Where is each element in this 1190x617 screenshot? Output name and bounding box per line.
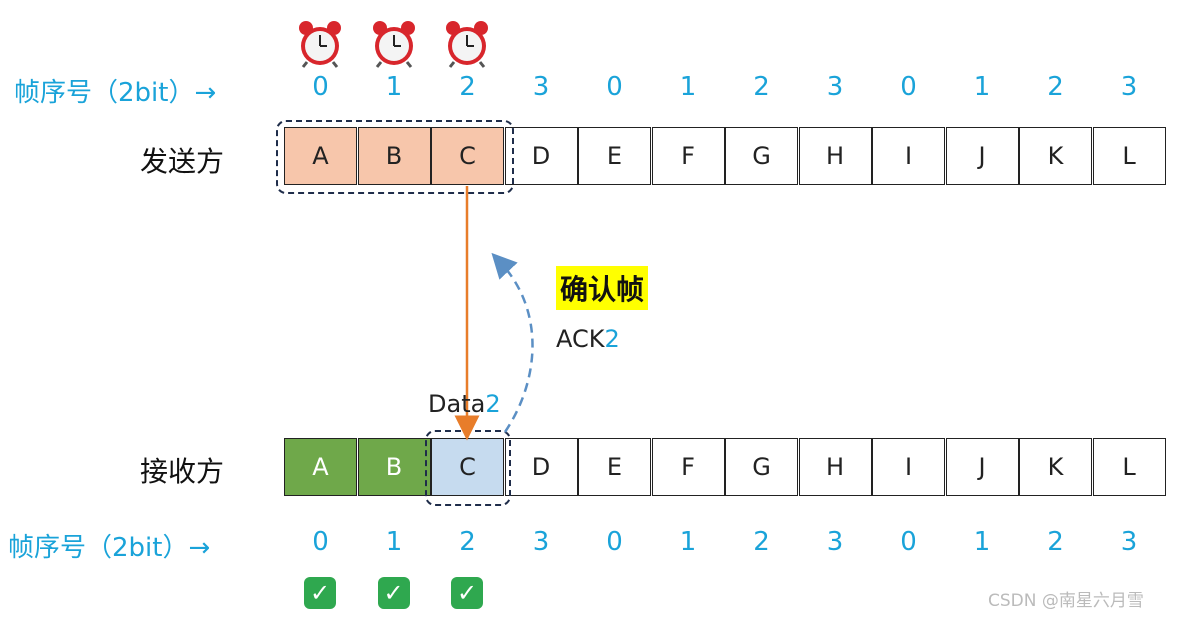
sender-frame: J — [945, 127, 1019, 185]
sender-window — [276, 120, 514, 194]
receiver-frame: F — [651, 438, 725, 496]
receiver-seq-label: 帧序号（2bit）→ — [8, 533, 211, 563]
sender-seq-number: 2 — [753, 72, 770, 102]
sender-seq-number: 3 — [826, 72, 844, 102]
receiver-frame: G — [725, 438, 798, 496]
receiver-frame: L — [1092, 438, 1166, 496]
sender-seq-number: 0 — [312, 72, 329, 102]
receiver-frame: E — [578, 438, 651, 496]
receiver-seq-number: 3 — [1120, 527, 1138, 557]
sender-seq-number: 0 — [606, 72, 623, 102]
sender-seq-number: 2 — [459, 72, 476, 102]
receiver-frame: D — [504, 438, 578, 496]
receiver-seq-number: 0 — [606, 527, 623, 557]
sender-frame: B — [357, 127, 431, 185]
sender-seq-number: 0 — [900, 72, 917, 102]
receiver-frame: B — [357, 438, 431, 496]
receiver-frame: J — [945, 438, 1019, 496]
sender-frame: K — [1019, 127, 1092, 185]
receiver-frame: A — [284, 438, 357, 496]
sender-seq-number: 1 — [679, 72, 697, 102]
receiver-seq-number: 2 — [459, 527, 476, 557]
receiver-seq-number: 0 — [900, 527, 917, 557]
sender-label: 发送方 — [140, 145, 225, 178]
check-mark-icon: ✓ — [451, 577, 483, 609]
sender-seq-label: 帧序号（2bit）→ — [14, 78, 217, 108]
sender-frame: D — [504, 127, 578, 185]
sender-frame: L — [1092, 127, 1166, 185]
receiver-seq-number: 1 — [973, 527, 991, 557]
receiver-seq-number: 2 — [1047, 527, 1064, 557]
sender-frame: A — [284, 127, 357, 185]
check-mark-icon: ✓ — [304, 577, 336, 609]
sender-frame: E — [578, 127, 651, 185]
sender-seq-number: 2 — [1047, 72, 1064, 102]
receiver-seq-number: 1 — [385, 527, 403, 557]
ack-label: ACK2 — [556, 325, 620, 353]
ack-title: 确认帧 — [556, 266, 649, 310]
receiver-seq-number: 2 — [753, 527, 770, 557]
sender-seq-number: 3 — [532, 72, 550, 102]
receiver-seq-number: 3 — [826, 527, 844, 557]
sender-seq-number: 3 — [1120, 72, 1138, 102]
receiver-seq-number: 3 — [532, 527, 550, 557]
sender-frame: I — [872, 127, 945, 185]
sender-frame: H — [798, 127, 872, 185]
receiver-seq-number: 1 — [679, 527, 697, 557]
receiver-frame: I — [872, 438, 945, 496]
watermark: CSDN @南星六月雪 — [988, 591, 1144, 611]
alarm-clock-icon — [372, 21, 415, 68]
receiver-seq-number: 0 — [312, 527, 329, 557]
check-mark-icon: ✓ — [377, 577, 410, 609]
ack-arrow — [491, 252, 534, 433]
data-label: Data2 — [428, 390, 501, 418]
alarm-clock-icon — [446, 21, 488, 68]
receiver-frame: C — [431, 438, 504, 496]
receiver-frame: H — [798, 438, 872, 496]
sender-seq-number: 1 — [973, 72, 991, 102]
alarm-clock-icon — [299, 21, 341, 68]
sender-frame: G — [725, 127, 798, 185]
sender-frame: C — [431, 127, 504, 185]
receiver-frame: K — [1019, 438, 1092, 496]
receiver-label: 接收方 — [140, 455, 225, 488]
sender-seq-number: 1 — [385, 72, 403, 102]
sender-frame: F — [651, 127, 725, 185]
